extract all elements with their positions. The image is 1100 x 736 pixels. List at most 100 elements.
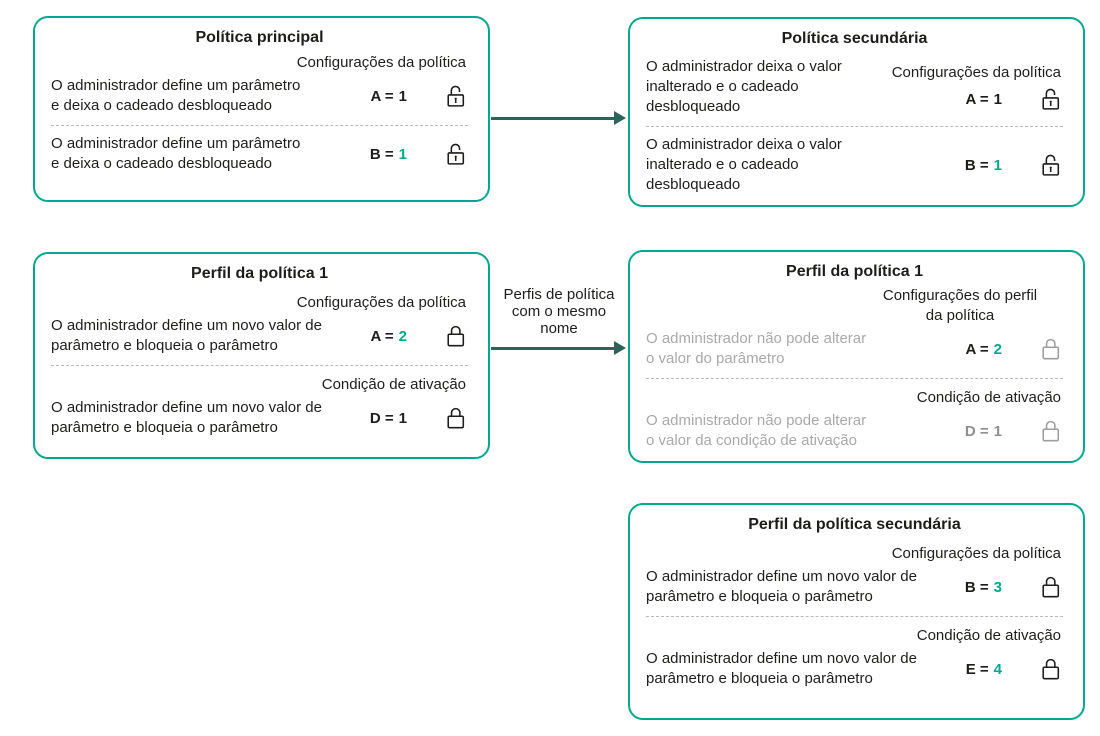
setting-row-e: O administrador define um novo valor de … — [646, 649, 1063, 689]
desc-line: O administrador não pode alterar — [646, 330, 867, 347]
setting-value-row: D =1 — [370, 405, 468, 431]
policy-settings-heading: Configurações da política — [296, 294, 466, 311]
activation-condition-heading: Condição de ativação — [916, 627, 1061, 644]
setting-value: A =1 — [965, 91, 1002, 108]
setting-row-a: O administrador define um novo valor de … — [51, 316, 468, 356]
setting-value-row: A =1 — [370, 83, 468, 109]
param-value: 3 — [993, 578, 1002, 596]
desc-line: inalterado e o cadeado — [646, 156, 799, 173]
param-value: 1 — [398, 87, 407, 105]
param-value: 1 — [993, 422, 1002, 440]
setting-description: O administrador não pode alterar o valor… — [646, 411, 965, 451]
setting-row-d: O administrador não pode alterar o valor… — [646, 411, 1063, 451]
desc-line: inalterado e o cadeado — [646, 78, 799, 95]
desc-line: parâmetro e bloqueia o parâmetro — [51, 419, 278, 436]
locked-padlock-icon — [443, 405, 468, 431]
dashed-divider — [646, 378, 1063, 379]
unlocked-padlock-icon — [443, 141, 468, 167]
param-value: 1 — [398, 409, 407, 427]
setting-description: O administrador deixa o valor inalterado… — [646, 135, 965, 195]
setting-value: D =1 — [370, 410, 407, 427]
setting-value-row: A =2 — [965, 336, 1063, 362]
setting-description: O administrador define um novo valor de … — [646, 567, 965, 607]
activation-condition-section: Condição de ativação O administrador def… — [51, 374, 468, 438]
param-label: D = — [964, 422, 989, 440]
arrow-label-same-name-profiles: Perfis de política com o mesmo nome — [486, 286, 632, 337]
locked-padlock-icon — [1038, 336, 1063, 362]
param-label: A = — [370, 87, 394, 105]
dashed-divider — [646, 126, 1063, 127]
desc-line: O administrador define um novo valor de — [646, 650, 917, 667]
param-value: 1 — [398, 145, 407, 163]
policy-settings-heading: Configurações da política — [891, 64, 1061, 81]
unlocked-padlock-icon — [1038, 152, 1063, 178]
secondary-policy-profile-box: Perfil da política secundária Configuraç… — [628, 503, 1085, 720]
policy-profile-1-title: Perfil da política 1 — [191, 265, 328, 282]
policy-profile-1-box: Perfil da política 1 Configurações da po… — [33, 252, 490, 459]
setting-value: B =3 — [965, 579, 1002, 596]
desc-line: O administrador define um parâmetro — [51, 135, 301, 152]
param-label: A = — [965, 340, 989, 358]
unlocked-padlock-icon — [443, 83, 468, 109]
param-value: 1 — [993, 156, 1002, 174]
arrow-label-line: nome — [540, 320, 578, 337]
setting-value-row: D =1 — [965, 418, 1063, 444]
setting-value: E =4 — [966, 661, 1002, 678]
inheritance-arrow — [491, 111, 626, 125]
policy-profile-1-secondary-box: Perfil da política 1 Configurações do pe… — [628, 250, 1085, 463]
setting-row-a: O administrador define um parâmetro e de… — [51, 76, 468, 116]
setting-value-row: B =1 — [965, 152, 1063, 178]
desc-line: O administrador define um novo valor de — [51, 399, 322, 416]
setting-description: O administrador não pode alterar o valor… — [646, 329, 965, 369]
locked-padlock-icon — [1038, 574, 1063, 600]
desc-line: parâmetro e bloqueia o parâmetro — [51, 337, 278, 354]
setting-value: B =1 — [965, 157, 1002, 174]
param-value: 2 — [398, 327, 407, 345]
arrow-label-line: com o mesmo — [511, 303, 607, 320]
setting-description: O administrador define um novo valor de … — [51, 398, 370, 438]
desc-line: o valor da condição de ativação — [646, 432, 857, 449]
arrow-label-line: Perfis de política — [503, 286, 615, 303]
dashed-divider — [646, 616, 1063, 617]
param-value: 1 — [993, 90, 1002, 108]
setting-row-d: O administrador define um novo valor de … — [51, 398, 468, 438]
activation-condition-section: Condição de ativação O administrador def… — [646, 625, 1063, 689]
desc-line: O administrador define um novo valor de — [51, 317, 322, 334]
desc-line: O administrador deixa o valor — [646, 58, 842, 75]
setting-row-a: O administrador não pode alterar o valor… — [646, 329, 1063, 369]
param-label: D = — [369, 409, 394, 427]
setting-value-row: B =1 — [370, 141, 468, 167]
locked-padlock-icon — [1038, 418, 1063, 444]
desc-line: parâmetro e bloqueia o parâmetro — [646, 588, 873, 605]
secondary-policy-title: Política secundária — [781, 30, 928, 47]
policy-settings-heading: Configurações da política — [296, 54, 466, 71]
setting-value: A =2 — [370, 328, 407, 345]
desc-line: O administrador define um novo valor de — [646, 568, 917, 585]
desc-line: O administrador não pode alterar — [646, 412, 867, 429]
desc-line: o valor do parâmetro — [646, 350, 785, 367]
policy-settings-heading: Configurações da política — [891, 545, 1061, 562]
main-policy-box: Política principal Configurações da polí… — [33, 16, 490, 202]
policy-profile-settings-heading: Configurações do perfil da política — [882, 287, 1038, 324]
desc-line: e deixa o cadeado desbloqueado — [51, 155, 273, 172]
dashed-divider — [51, 125, 468, 126]
desc-line: O administrador deixa o valor — [646, 136, 842, 153]
setting-value-row: A =1 — [965, 86, 1063, 112]
policy-settings-section: Configurações da política O administrado… — [51, 52, 468, 116]
setting-row-b: O administrador define um parâmetro e de… — [51, 134, 468, 174]
dashed-divider — [51, 365, 468, 366]
setting-value: D =1 — [965, 423, 1002, 440]
desc-line: desbloqueado — [646, 176, 741, 193]
setting-description: O administrador define um parâmetro e de… — [51, 76, 370, 116]
policy-profile-1-secondary-title: Perfil da política 1 — [786, 263, 923, 280]
locked-padlock-icon — [1038, 656, 1063, 682]
param-label: A = — [370, 327, 394, 345]
setting-row-a: O administrador deixa o valor inalterado… — [646, 57, 1063, 117]
param-value: 2 — [993, 340, 1002, 358]
param-label: B = — [369, 145, 394, 163]
desc-line: desbloqueado — [646, 98, 741, 115]
desc-line: O administrador define um parâmetro — [51, 77, 301, 94]
locked-padlock-icon — [443, 323, 468, 349]
param-label: B = — [964, 578, 989, 596]
setting-description: O administrador define um parâmetro e de… — [51, 134, 370, 174]
